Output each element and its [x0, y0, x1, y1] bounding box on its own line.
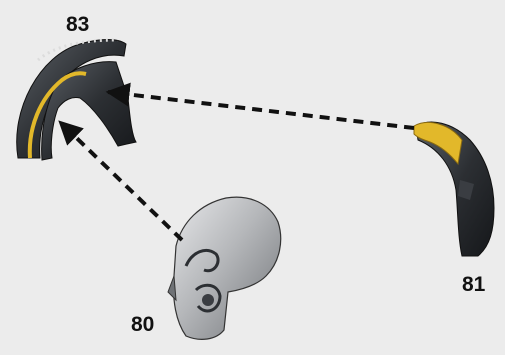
part-label-81: 81 [462, 274, 485, 295]
part-83-curved-armor [17, 40, 136, 161]
part-80-silver-helmet [168, 197, 281, 339]
part-81-side-armor [414, 122, 494, 256]
arrow-81-to-83 [108, 92, 414, 128]
part-label-80: 80 [131, 314, 154, 335]
part-label-83: 83 [66, 14, 89, 35]
